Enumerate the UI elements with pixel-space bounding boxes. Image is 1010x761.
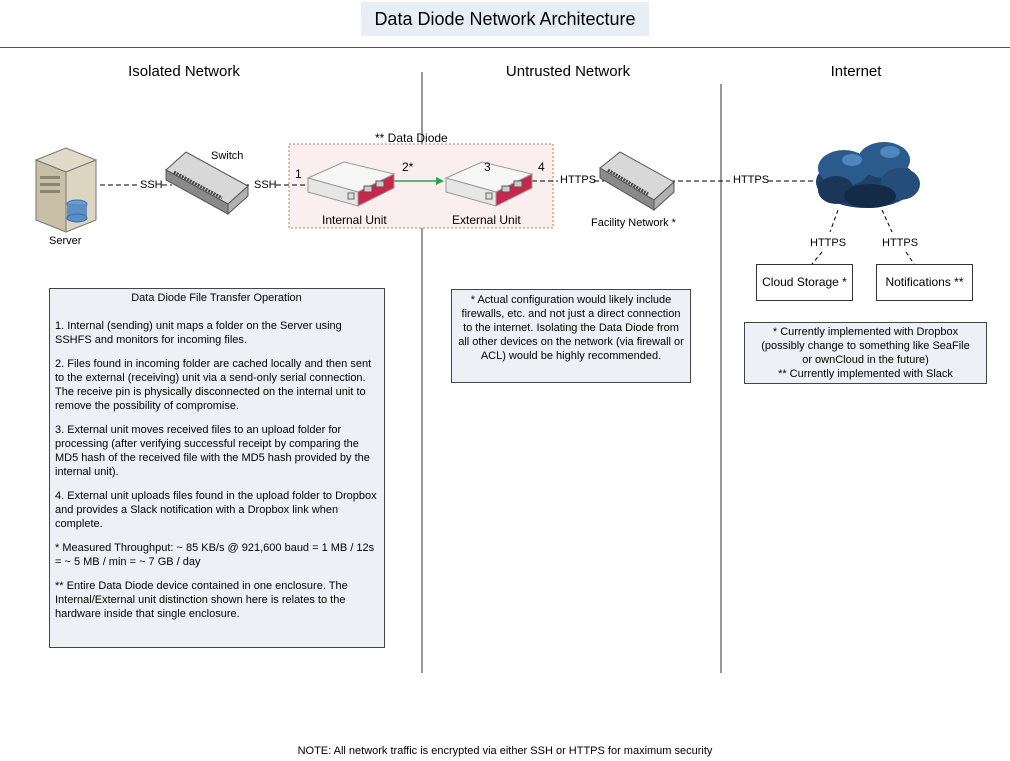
internal-unit-label: Internal Unit: [322, 213, 387, 227]
switch-label: Switch: [211, 150, 244, 162]
isolated-network-heading: Isolated Network: [128, 63, 240, 80]
internet-note-line-2: (possibly change to something like SeaFi…: [761, 340, 970, 352]
cloud-storage-link: [829, 209, 839, 233]
port-2-label: 2*: [402, 160, 414, 174]
facility-switch-icon: [599, 151, 675, 212]
footer-note: NOTE: All network traffic is encrypted v…: [297, 745, 713, 757]
server-label: Server: [49, 235, 82, 247]
cloud-storage-box: Cloud Storage *: [756, 264, 853, 301]
operation-step-3: 3. External unit moves received files to…: [55, 424, 370, 478]
switch-icon: [165, 151, 249, 216]
external-unit-label: External Unit: [452, 213, 521, 227]
untrusted-network-note: * Actual configuration would likely incl…: [451, 289, 691, 383]
operation-step-1: 1. Internal (sending) unit maps a folder…: [55, 320, 342, 346]
enclosure-note: ** Entire Data Diode device contained in…: [55, 580, 348, 620]
ssh-label-2: SSH: [254, 179, 277, 191]
https-label-1: HTTPS: [560, 174, 597, 186]
notifications-box: Notifications **: [876, 264, 973, 301]
internet-note-line-3: or ownCloud in the future): [802, 354, 929, 366]
https-label-2: HTTPS: [733, 174, 770, 186]
data-diode-label: ** Data Diode: [375, 131, 448, 145]
column-divider-left: [421, 72, 423, 673]
internet-heading: Internet: [830, 63, 882, 80]
server-icon: [34, 147, 98, 233]
untrusted-network-heading: Untrusted Network: [505, 63, 631, 80]
internet-note: * Currently implemented with Dropbox (po…: [744, 322, 987, 384]
operation-box: Data Diode File Transfer Operation 1. In…: [49, 288, 385, 648]
ssh-label-1: SSH: [140, 179, 163, 191]
facility-network-label: Facility Network *: [591, 217, 676, 229]
operation-box-heading: Data Diode File Transfer Operation: [131, 292, 302, 304]
https-label-4: HTTPS: [882, 237, 919, 249]
throughput-note: * Measured Throughput: ~ 85 KB/s @ 921,6…: [55, 542, 375, 568]
https-label-3: HTTPS: [810, 237, 847, 249]
operation-step-4: 4. External unit uploads files found in …: [55, 490, 377, 530]
internet-note-line-4: ** Currently implemented with Slack: [778, 368, 953, 380]
operation-step-2: 2. Files found in incoming folder are ca…: [55, 358, 372, 412]
page-title: Data Diode Network Architecture: [361, 2, 649, 36]
title-divider: [0, 47, 1010, 48]
column-divider-right: [720, 84, 722, 673]
port-4-label: 4: [538, 160, 545, 174]
internet-note-line-1: * Currently implemented with Dropbox: [772, 326, 959, 338]
internal-unit-icon: [306, 161, 396, 207]
cloud-notifications-link: [881, 209, 893, 233]
cloud-icon: [816, 142, 920, 208]
external-unit-icon: [444, 161, 534, 207]
port-3-label: 3: [484, 160, 491, 174]
port-1-label: 1: [295, 167, 302, 181]
